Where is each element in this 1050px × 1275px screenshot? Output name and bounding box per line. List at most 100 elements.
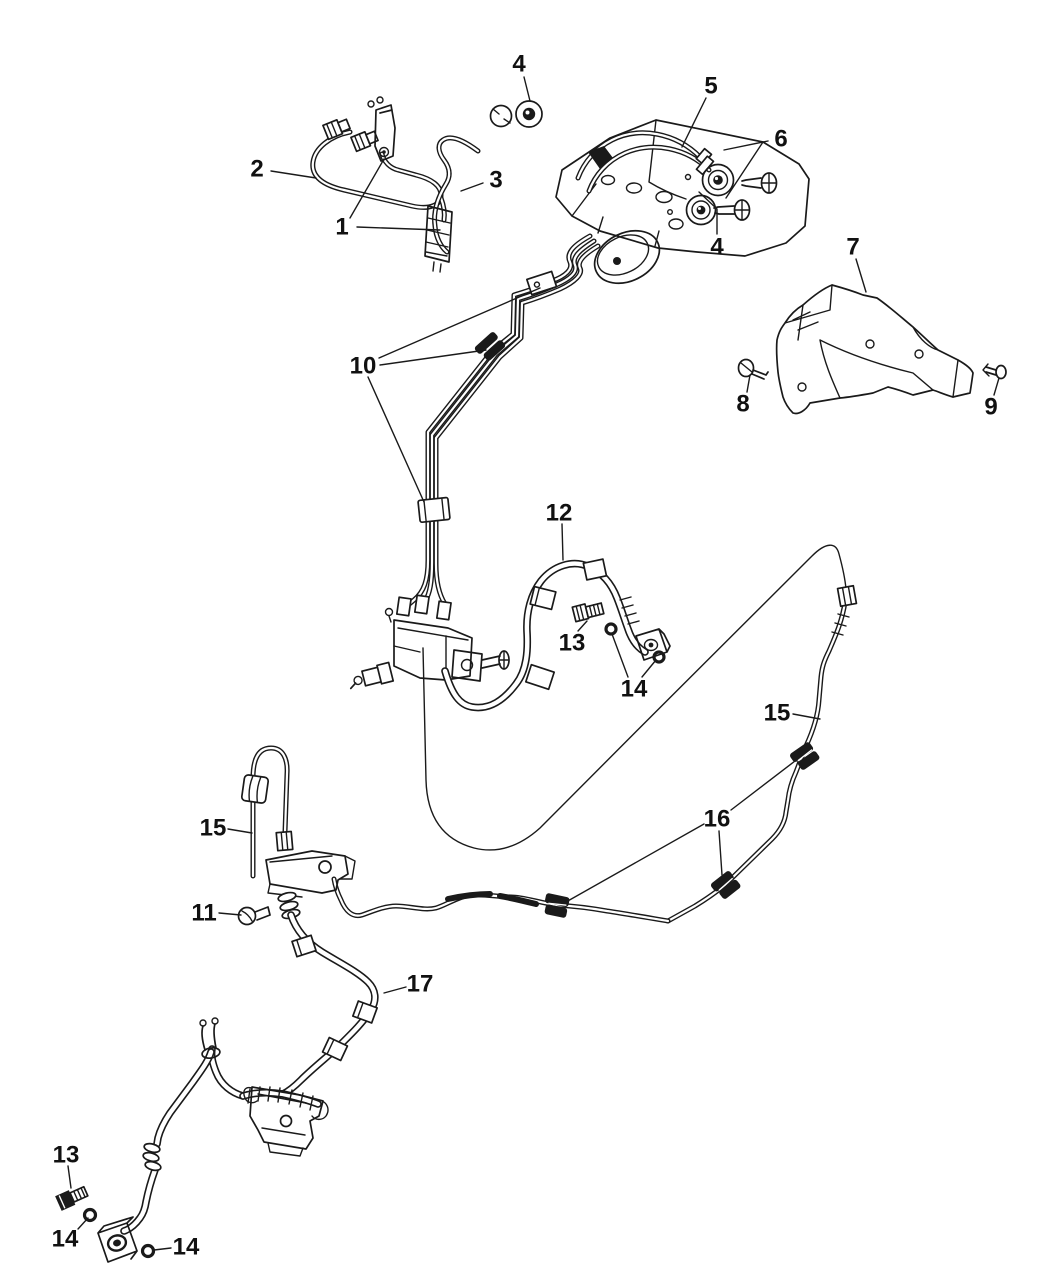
hcu-shield xyxy=(775,284,974,415)
washer-14-bottom-left xyxy=(82,1207,98,1223)
banjo-bolt-13-mid xyxy=(571,602,605,623)
callout-17-label: 17 xyxy=(407,971,434,998)
push-pin-8 xyxy=(737,358,769,380)
rear-brake-line xyxy=(334,584,858,921)
callout-10-leader-2 xyxy=(379,349,487,366)
clip-16-right xyxy=(790,742,820,770)
left-junction-bracket xyxy=(237,748,356,926)
junction-plate-stud xyxy=(451,649,510,682)
callout-4a-label: 4 xyxy=(512,51,526,78)
callout-13a-leader-1 xyxy=(577,620,588,632)
tube-nut-secondary xyxy=(350,130,379,153)
hcu-screw-lower xyxy=(713,199,751,221)
callout-14b-leader-1 xyxy=(77,1217,89,1230)
washer-14-bottom-right xyxy=(140,1243,156,1259)
callout-6-label: 6 xyxy=(774,126,787,153)
hcu-connector xyxy=(588,146,613,169)
hose12-banjo-end xyxy=(635,628,671,661)
clip-16-mid xyxy=(710,871,741,899)
hose17-clip-2 xyxy=(352,1000,378,1024)
bracket-plate xyxy=(265,850,356,898)
push-pin-9 xyxy=(982,363,1007,380)
line15-sleeve-a xyxy=(445,891,493,902)
line15-sleeve-b xyxy=(497,893,539,907)
callout-1-label: 1 xyxy=(335,214,348,241)
callout-16-leader-3 xyxy=(730,760,796,811)
callout-5-label: 5 xyxy=(704,73,717,100)
hose12-clip-mid xyxy=(529,585,557,611)
callout-15b-label: 15 xyxy=(200,815,227,842)
bolt-11 xyxy=(237,906,271,926)
callout-14a-label: 14 xyxy=(621,676,648,703)
bottom-banjo-assembly xyxy=(55,1185,156,1263)
hose17-clip-3 xyxy=(321,1036,349,1062)
tube-bundle xyxy=(407,236,598,611)
callout-6-leader-1 xyxy=(723,140,769,151)
callout-1-leader-1 xyxy=(349,158,385,219)
bundle-clip-upper xyxy=(474,332,506,361)
callout-15a-leader-1 xyxy=(792,713,821,720)
callout-8-leader-1 xyxy=(746,374,751,393)
hose17-mid-bracket xyxy=(243,1086,329,1157)
callout-14c-leader-1 xyxy=(153,1247,172,1251)
loop15-tube-nut xyxy=(275,830,294,852)
hose17-lower-collar xyxy=(142,1142,162,1172)
callout-7-leader-1 xyxy=(855,258,867,293)
callout-9-label: 9 xyxy=(984,394,997,421)
hcu-screw-upper xyxy=(741,172,778,194)
callout-4b-label: 4 xyxy=(710,234,724,261)
hose12-ribs xyxy=(619,596,640,625)
callout-12-label: 12 xyxy=(546,500,573,527)
callout-13b-leader-1 xyxy=(67,1165,72,1189)
junction-left-fitting xyxy=(349,661,395,690)
callout-12-leader-1 xyxy=(561,523,564,561)
callout-16-leader-2 xyxy=(718,830,723,876)
callout-16-label: 16 xyxy=(704,806,731,833)
callout-4b-leader-1 xyxy=(698,191,718,235)
hose17-fork-clip xyxy=(199,1017,221,1060)
callout-5-leader-1 xyxy=(681,97,707,148)
loop15-foam-collar xyxy=(240,774,270,804)
hcu-motor xyxy=(593,216,661,285)
callout-2-label: 2 xyxy=(250,156,263,183)
hcu-port-lower xyxy=(685,194,717,226)
nut-washer-4 xyxy=(489,100,543,128)
callout-14a-leader-1 xyxy=(611,633,629,678)
callout-14a-leader-2 xyxy=(641,659,657,678)
tube-bracket xyxy=(367,96,396,162)
callout-9-leader-1 xyxy=(993,377,1000,396)
bundle-clip-lower xyxy=(417,496,451,524)
hcu-module xyxy=(555,119,810,285)
callout-3-label: 3 xyxy=(489,167,502,194)
callout-11-leader-1 xyxy=(218,912,242,916)
master-cylinder-tubes xyxy=(313,96,478,273)
washer-14-left xyxy=(604,622,618,636)
callout-16-leader-1 xyxy=(565,823,705,903)
front-hose-left xyxy=(124,891,377,1231)
callout-2-leader-1 xyxy=(270,170,317,179)
hose17-clip-1 xyxy=(291,934,317,958)
tube-nut-primary xyxy=(322,118,351,141)
callout-7-label: 7 xyxy=(846,234,859,261)
hose12-clip-upper xyxy=(582,558,608,581)
clip-16-left xyxy=(544,893,570,918)
hcu-port-upper xyxy=(701,163,735,197)
callout-13b-label: 13 xyxy=(53,1142,80,1169)
callout-14b-label: 14 xyxy=(52,1226,79,1253)
callout-15a-label: 15 xyxy=(764,700,791,727)
callout-8-label: 8 xyxy=(736,391,749,418)
junction-block xyxy=(349,594,510,690)
banjo-block-bottom xyxy=(97,1216,138,1263)
banjo-bolt-13-bottom xyxy=(55,1185,89,1211)
hose12-clip-lower xyxy=(524,663,556,691)
callout-13a-label: 13 xyxy=(559,630,586,657)
callout-10-leader-1 xyxy=(378,287,541,359)
callout-4a-leader-1 xyxy=(523,76,531,102)
front-hose-right xyxy=(445,558,671,707)
tube-connector-block xyxy=(424,205,453,273)
washer-14-right xyxy=(652,650,666,664)
line15-bands xyxy=(831,613,850,636)
callout-14c-label: 14 xyxy=(173,1234,200,1261)
